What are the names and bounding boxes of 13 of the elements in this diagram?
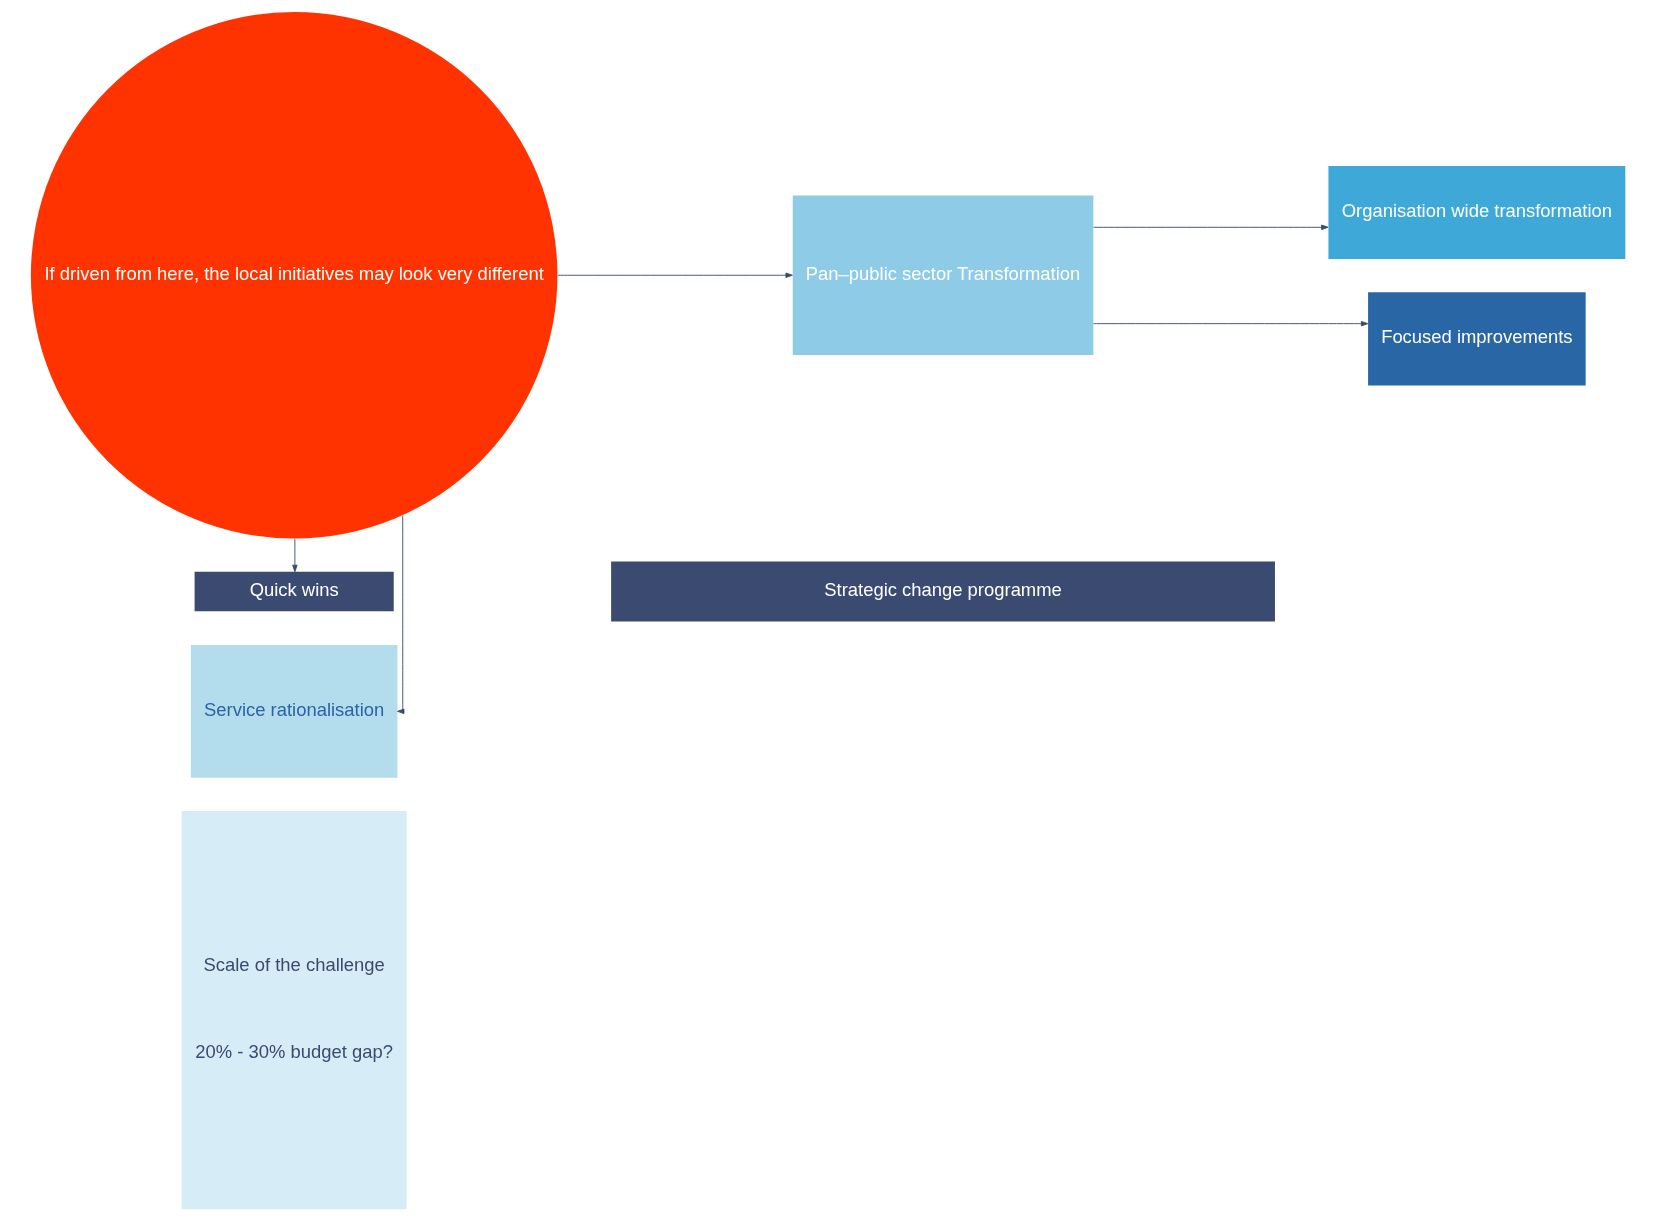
node-box: Strategic change programme	[610, 561, 1275, 622]
node-box: Service rationalisation	[190, 644, 397, 778]
node-box: Focused improvements	[1367, 292, 1586, 386]
node-box: Scale of the challenge 20% - 30% budget gap?	[181, 810, 407, 1210]
arrow	[556, 272, 793, 278]
node-box: Quick wins	[194, 571, 394, 612]
node-box: Organisation wide transformation	[1327, 166, 1625, 260]
arrow	[1092, 320, 1368, 327]
node-box: Pan–public sector Transformation	[792, 195, 1093, 355]
arrow	[396, 515, 404, 715]
node-circle: If driven from here, the local initiatives may look very different	[30, 12, 557, 539]
arrow	[1092, 224, 1328, 231]
arrow	[291, 538, 298, 573]
